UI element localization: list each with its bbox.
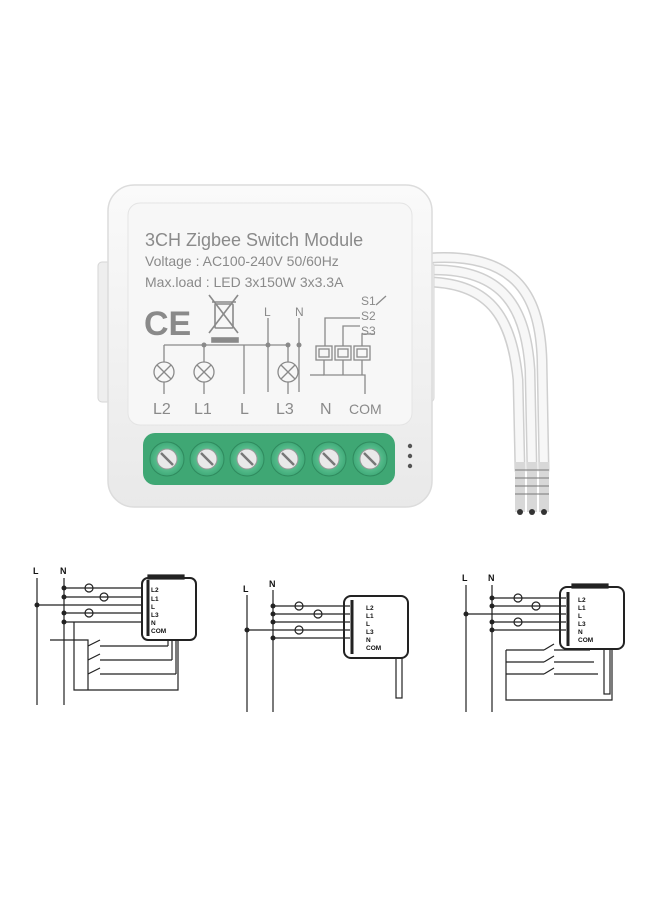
terminals xyxy=(149,441,388,477)
diagram-1-term-l3: L3 xyxy=(151,612,159,619)
diagram-2-term-l3: L3 xyxy=(366,629,374,636)
diagram-3-neutral-label: N xyxy=(488,573,495,583)
wiring-diagram-2 xyxy=(246,590,409,712)
switch-label-s3: S3 xyxy=(361,324,376,338)
label-dots xyxy=(201,342,302,348)
terminal-label-l1: L1 xyxy=(194,401,212,418)
wiring-diagram-1 xyxy=(36,574,197,705)
terminal-label-l: L xyxy=(240,401,249,418)
diagram-3-term-l2: L2 xyxy=(578,597,586,604)
diagram-3-term-n: N xyxy=(578,629,583,636)
diagram-1-dots xyxy=(34,585,67,625)
diagram-2-term-l2: L2 xyxy=(366,605,374,612)
module-title: 3CH Zigbee Switch Module xyxy=(145,230,363,250)
diagram-2-term-com: COM xyxy=(366,645,381,652)
diagram-2-line-label: L xyxy=(243,584,249,594)
diagram-2-term-n: N xyxy=(366,637,371,644)
diagram-2-neutral-label: N xyxy=(269,579,276,589)
terminal-label-l3: L3 xyxy=(276,401,294,418)
diagram-3-term-com: COM xyxy=(578,637,593,644)
diagram-3-term-l1: L1 xyxy=(578,605,586,612)
diagram-1-term-com: COM xyxy=(151,628,166,635)
diagram-2-term-l: L xyxy=(366,621,370,628)
weee-bin-icon xyxy=(208,294,239,343)
terminal-label-com: COM xyxy=(349,401,382,417)
diagram-1-term-n: N xyxy=(151,620,156,627)
led-dots xyxy=(407,443,413,469)
diagram-1-term-l2: L2 xyxy=(151,587,159,594)
switch-label-s2: S2 xyxy=(361,309,376,323)
diagram-3-line-label: L xyxy=(462,573,468,583)
cable-ends xyxy=(515,462,549,515)
label-neutral: N xyxy=(295,305,304,319)
terminal-label-l2: L2 xyxy=(153,401,171,418)
cables xyxy=(424,252,550,476)
diagram-1-neutral-label: N xyxy=(60,566,67,576)
diagram-3-dots xyxy=(463,595,495,633)
diagram-1-line-label: L xyxy=(33,566,39,576)
diagram-3-term-l: L xyxy=(578,613,582,620)
diagram-1-term-l1: L1 xyxy=(151,596,159,603)
voltage-text: Voltage : AC100-240V 50/60Hz xyxy=(145,253,339,269)
maxload-text: Max.load : LED 3x150W 3x3.3A xyxy=(145,274,344,290)
label-schematic xyxy=(153,295,387,394)
diagram-3-term-l3: L3 xyxy=(578,621,586,628)
ce-mark: CE xyxy=(144,305,191,343)
diagram-1-term-l: L xyxy=(151,604,155,611)
switch-label-s1: S1 xyxy=(361,294,376,308)
label-line: L xyxy=(264,305,271,319)
wiring-diagram-3 xyxy=(465,583,625,712)
diagram-2-term-l1: L1 xyxy=(366,613,374,620)
terminal-label-n: N xyxy=(320,401,332,418)
module-face xyxy=(127,202,413,426)
diagram-2-dots xyxy=(244,603,276,641)
